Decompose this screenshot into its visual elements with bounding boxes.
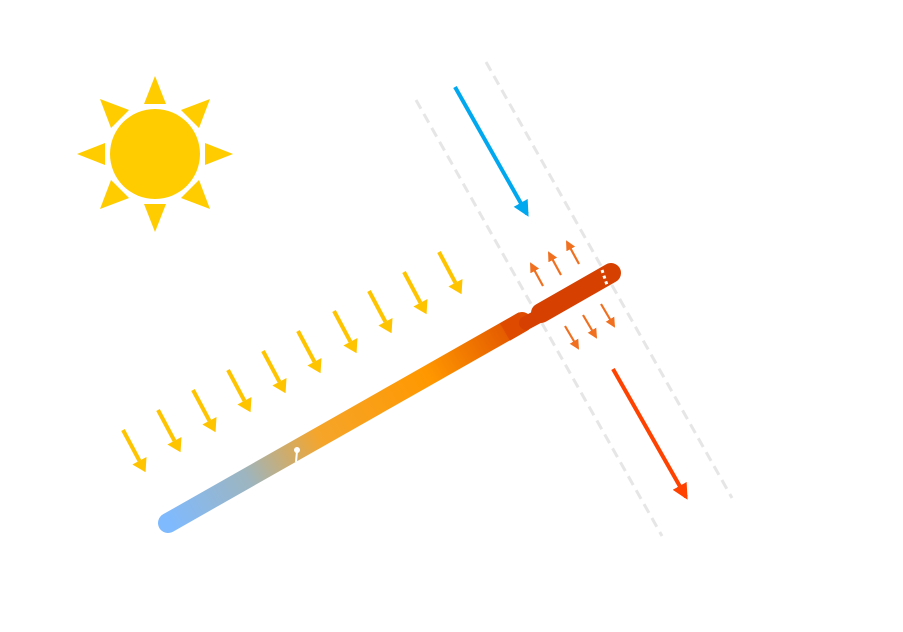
sunlight-arrow-icon (156, 409, 177, 442)
sunlight-arrow-head (378, 318, 393, 334)
sunlight-arrows (121, 251, 463, 473)
sunlight-arrow-icon (121, 429, 142, 462)
tube-joint-marker (294, 447, 300, 463)
sunlight-arrow-icon (226, 369, 247, 402)
cold-inflow-arrow-icon (453, 86, 529, 217)
sunlight-arrow-icon (191, 389, 212, 422)
sunlight-arrow-icon (367, 290, 388, 323)
sunlight-arrow-icon (402, 271, 423, 304)
heat-down-arrow-icon (564, 325, 580, 350)
sunlight-arrow-icon (437, 251, 458, 284)
sunlight-arrow-icon (261, 350, 282, 383)
heat-pipe-condenser (531, 263, 621, 323)
channel-wall-left (414, 99, 664, 537)
sunlight-arrow-head (272, 378, 287, 394)
heat-up-arrow-icon (566, 240, 580, 265)
sunlight-arrow-icon (296, 330, 317, 363)
heat-down-arrow-icon (582, 314, 598, 339)
sunlight-arrow-head (413, 299, 428, 315)
heat-down-arrow-icon (600, 303, 616, 328)
heat-pipe-evaporator (158, 312, 532, 533)
sun-icon (77, 76, 233, 232)
sunlight-arrow-icon (332, 310, 353, 343)
sunlight-arrow-head (237, 397, 252, 413)
sunlight-arrow-head (202, 417, 217, 433)
hot-outflow-arrow-icon (611, 368, 688, 500)
condenser-band-mark (600, 269, 609, 286)
sunlight-arrow-head (132, 457, 147, 473)
channel-wall-right (484, 61, 734, 499)
sunlight-arrow-head (448, 279, 463, 295)
sunlight-arrow-head (167, 437, 182, 453)
sunlight-arrow-head (307, 358, 322, 374)
heat-up-arrow-icon (548, 251, 562, 276)
heat-up-arrow-icon (530, 262, 544, 287)
sunlight-arrow-head (343, 338, 358, 354)
heat-transfer-arrows (530, 240, 616, 350)
